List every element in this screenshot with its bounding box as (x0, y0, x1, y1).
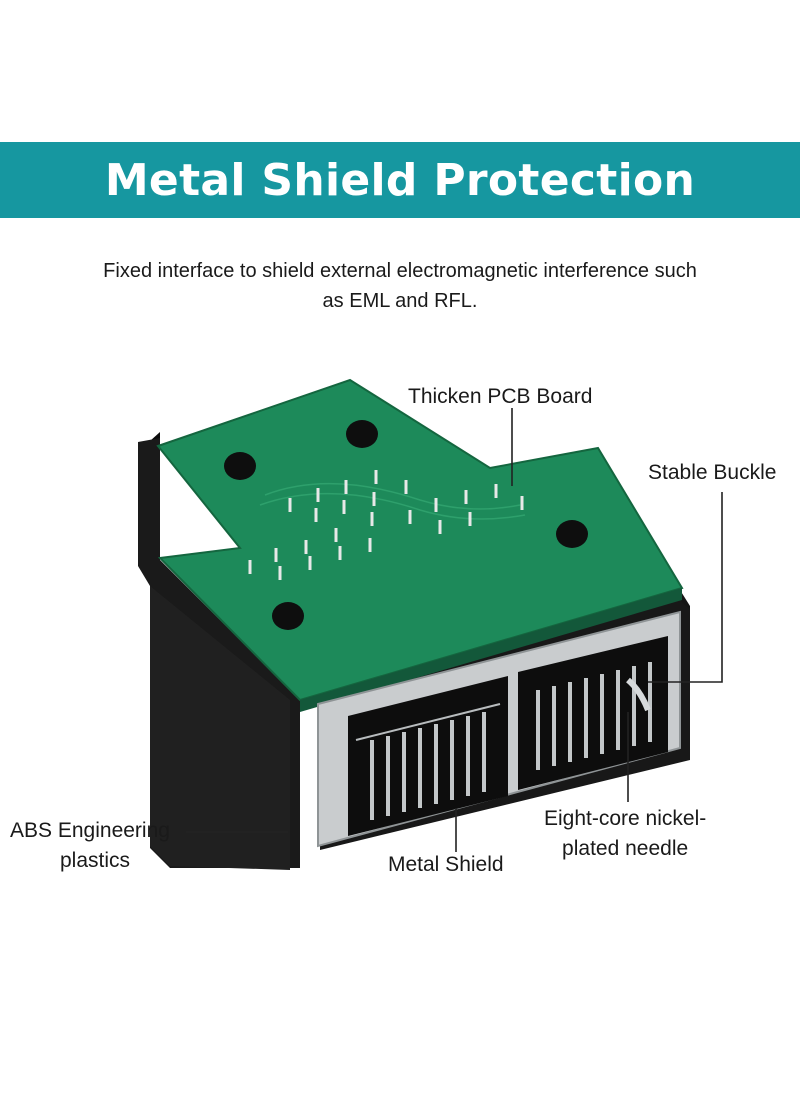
callout-stable-buckle: Stable Buckle (648, 461, 777, 484)
callout-abs-line-1: ABS Engineering (10, 819, 170, 842)
callout-pcb-board: Thicken PCB Board (408, 385, 593, 408)
solder-pins (248, 470, 524, 580)
callout-lines (186, 408, 723, 852)
callout-needle-line-2: plated needle (562, 837, 689, 860)
callout-metal-shield: Metal Shield (388, 853, 504, 876)
metal-shield-faceplate (317, 610, 681, 848)
callout-needle-line-1: Eight-core nickel- (544, 807, 707, 830)
title-banner: Metal Shield Protection (0, 142, 800, 218)
stable-buckle-tab (626, 677, 651, 712)
callout-abs-line-2: plastics (60, 849, 131, 872)
page-title: Metal Shield Protection (104, 154, 696, 206)
callout-nickel-needle: Eight-core nickel- plated needle (544, 804, 706, 864)
subtitle-line-2: as EML and RFL. (322, 290, 478, 312)
subtitle: Fixed interface to shield external elect… (50, 256, 750, 316)
mounting-posts (224, 420, 588, 630)
subtitle-line-1: Fixed interface to shield external elect… (103, 260, 697, 282)
callout-abs-plastics: ABS Engineering plastics (10, 816, 170, 876)
